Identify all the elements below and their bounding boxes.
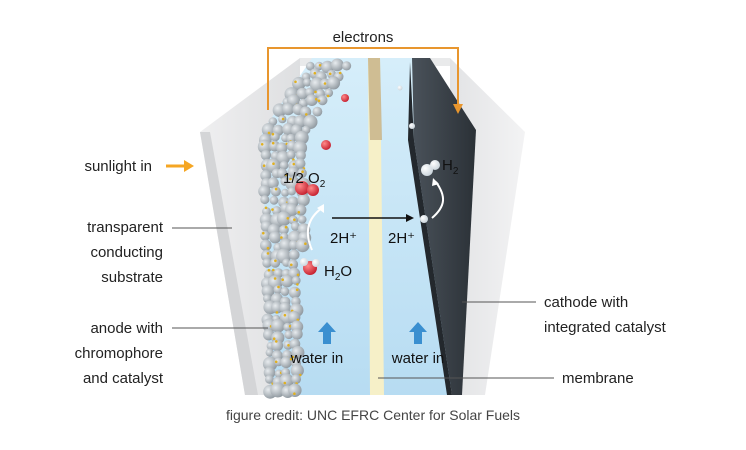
anode-label: anode with chromophore and catalyst bbox=[75, 320, 164, 387]
o2-curve-arrow-icon bbox=[306, 207, 323, 251]
water-flow-arrow-icon bbox=[409, 322, 427, 344]
oxygen-molecule bbox=[341, 94, 349, 102]
water-flow-arrow-icon bbox=[318, 322, 336, 344]
proton-left-label: 2H⁺ bbox=[330, 230, 357, 247]
water-molecule bbox=[300, 258, 320, 275]
molecules bbox=[295, 85, 440, 275]
proton-right-label: 2H⁺ bbox=[388, 230, 415, 247]
hydrogen-bubble bbox=[397, 85, 403, 91]
hydrogen-bubble bbox=[421, 164, 433, 176]
cathode-label: cathode with integrated catalyst bbox=[544, 294, 667, 336]
water-in-left-label: water in bbox=[290, 350, 344, 367]
svg-text:cathode with: cathode with bbox=[544, 294, 628, 311]
sunlight-label: sunlight in bbox=[84, 158, 152, 175]
reaction-arrows bbox=[306, 178, 444, 251]
svg-text:conducting: conducting bbox=[90, 244, 163, 261]
substrate-label: transparent conducting substrate bbox=[87, 219, 164, 286]
electrons-label: electrons bbox=[333, 29, 394, 46]
hydrogen-bubble bbox=[409, 123, 415, 129]
h2o-label: H2O bbox=[324, 263, 352, 283]
oxygen-molecule bbox=[295, 181, 309, 195]
svg-text:anode with: anode with bbox=[90, 320, 163, 337]
h2-label: H2 bbox=[442, 157, 459, 177]
h2-curve-arrow-icon bbox=[431, 181, 444, 219]
membrane-layer bbox=[368, 58, 384, 395]
oxygen-molecule bbox=[321, 140, 331, 150]
svg-text:chromophore: chromophore bbox=[75, 345, 163, 362]
water-in-right-label: water in bbox=[391, 350, 445, 367]
electron-circuit bbox=[267, 47, 463, 114]
svg-text:integrated catalyst: integrated catalyst bbox=[544, 319, 667, 336]
figure-credit: figure credit: UNC EFRC Center for Solar… bbox=[226, 407, 520, 423]
svg-text:substrate: substrate bbox=[101, 269, 163, 286]
o2-label: 1/2 O2 bbox=[283, 170, 326, 190]
anode-nanoparticle-layer bbox=[257, 58, 352, 399]
oxygen-molecule bbox=[307, 184, 319, 196]
svg-text:transparent: transparent bbox=[87, 219, 164, 236]
sunlight-arrow-icon bbox=[166, 160, 194, 172]
cathode-plate bbox=[408, 58, 476, 395]
hydrogen-bubble bbox=[420, 215, 428, 223]
svg-text:and catalyst: and catalyst bbox=[83, 370, 164, 387]
membrane-label: membrane bbox=[562, 370, 634, 387]
hydrogen-bubble bbox=[430, 160, 440, 170]
